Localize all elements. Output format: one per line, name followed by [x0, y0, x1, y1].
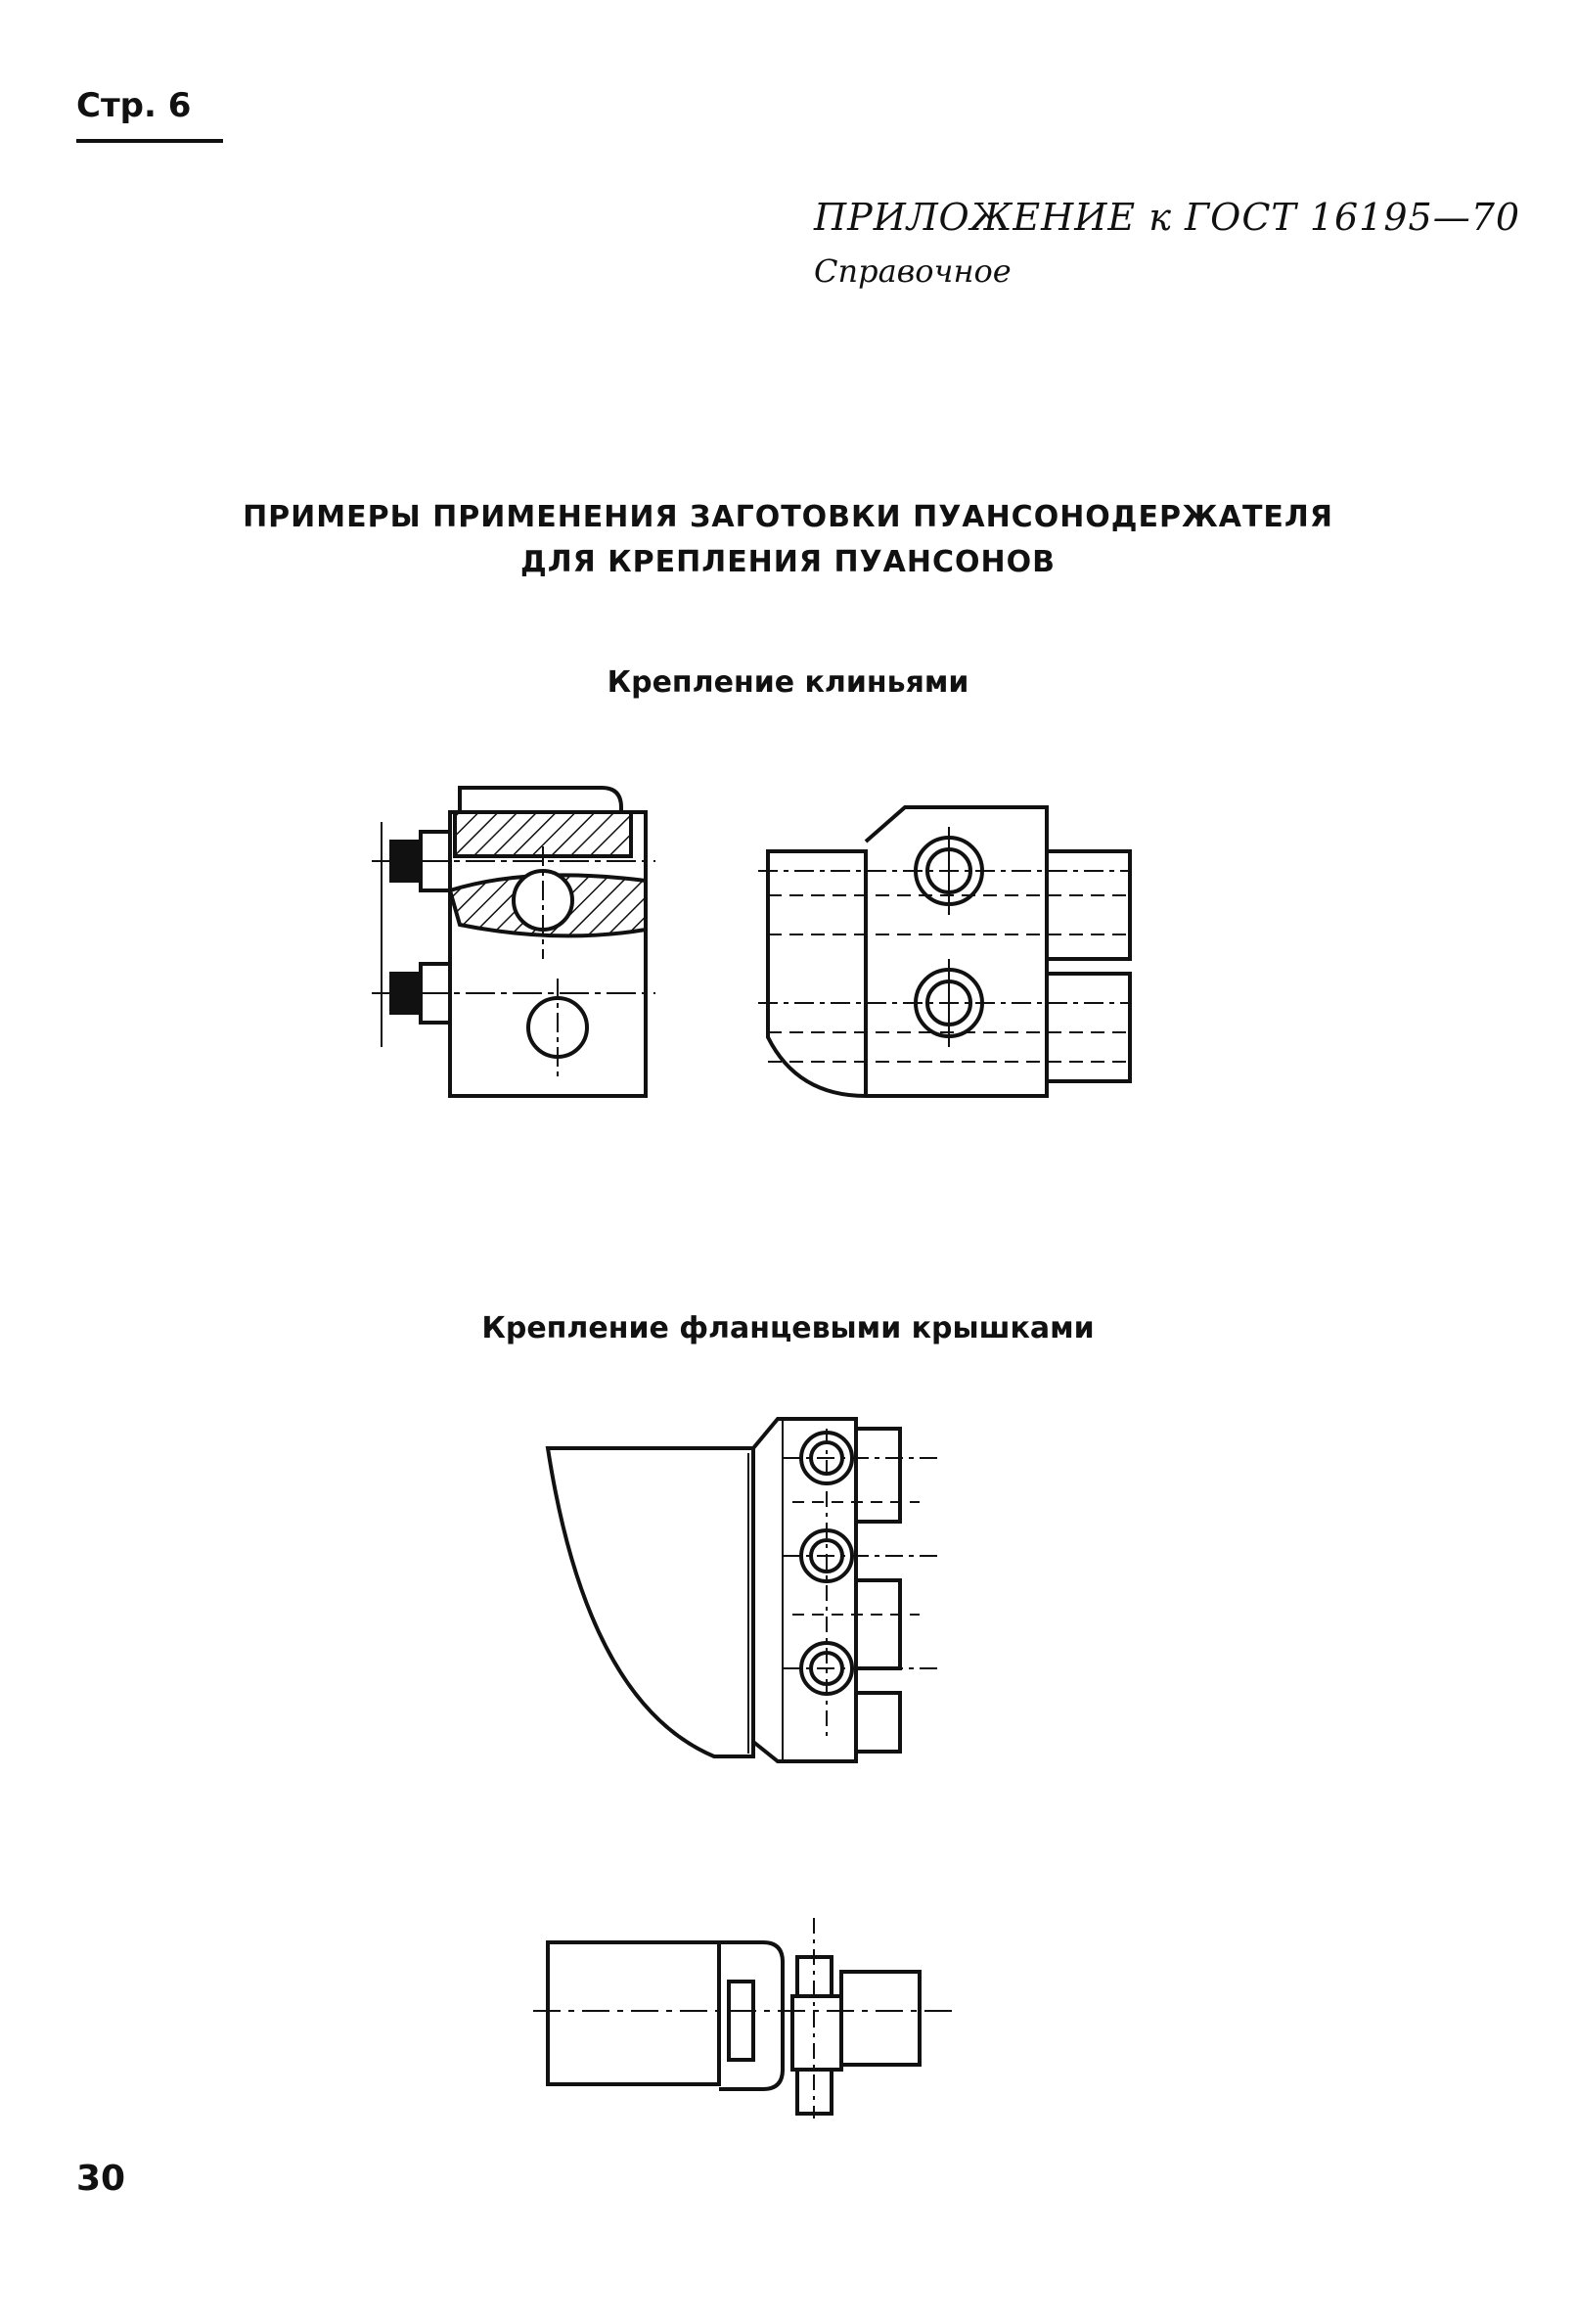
- appendix-type: Справочное: [814, 252, 1012, 290]
- appendix-reference: ПРИЛОЖЕНИЕ к ГОСТ 16195—70: [814, 196, 1521, 239]
- page-label: Стр. 6: [76, 86, 192, 125]
- flange-cover-side-view-drawing: [533, 1913, 954, 2119]
- section-caption-wedges: Крепление клиньями: [607, 665, 969, 700]
- section-caption-flange-covers: Крепление фланцевыми крышками: [481, 1311, 1095, 1345]
- document-title-line-2: ДЛЯ КРЕПЛЕНИЯ ПУАНСОНОВ: [519, 545, 1057, 579]
- wedge-clamp-side-view-drawing: [362, 773, 665, 1106]
- document-title-line-1: ПРИМЕРЫ ПРИМЕНЕНИЯ ЗАГОТОВКИ ПУАНСОНОДЕР…: [243, 500, 1333, 534]
- wedge-clamp-top-view-drawing: [758, 783, 1149, 1116]
- flange-cover-top-view-drawing: [528, 1409, 978, 1771]
- page-number: 30: [76, 2159, 126, 2199]
- header-rule: [76, 139, 223, 143]
